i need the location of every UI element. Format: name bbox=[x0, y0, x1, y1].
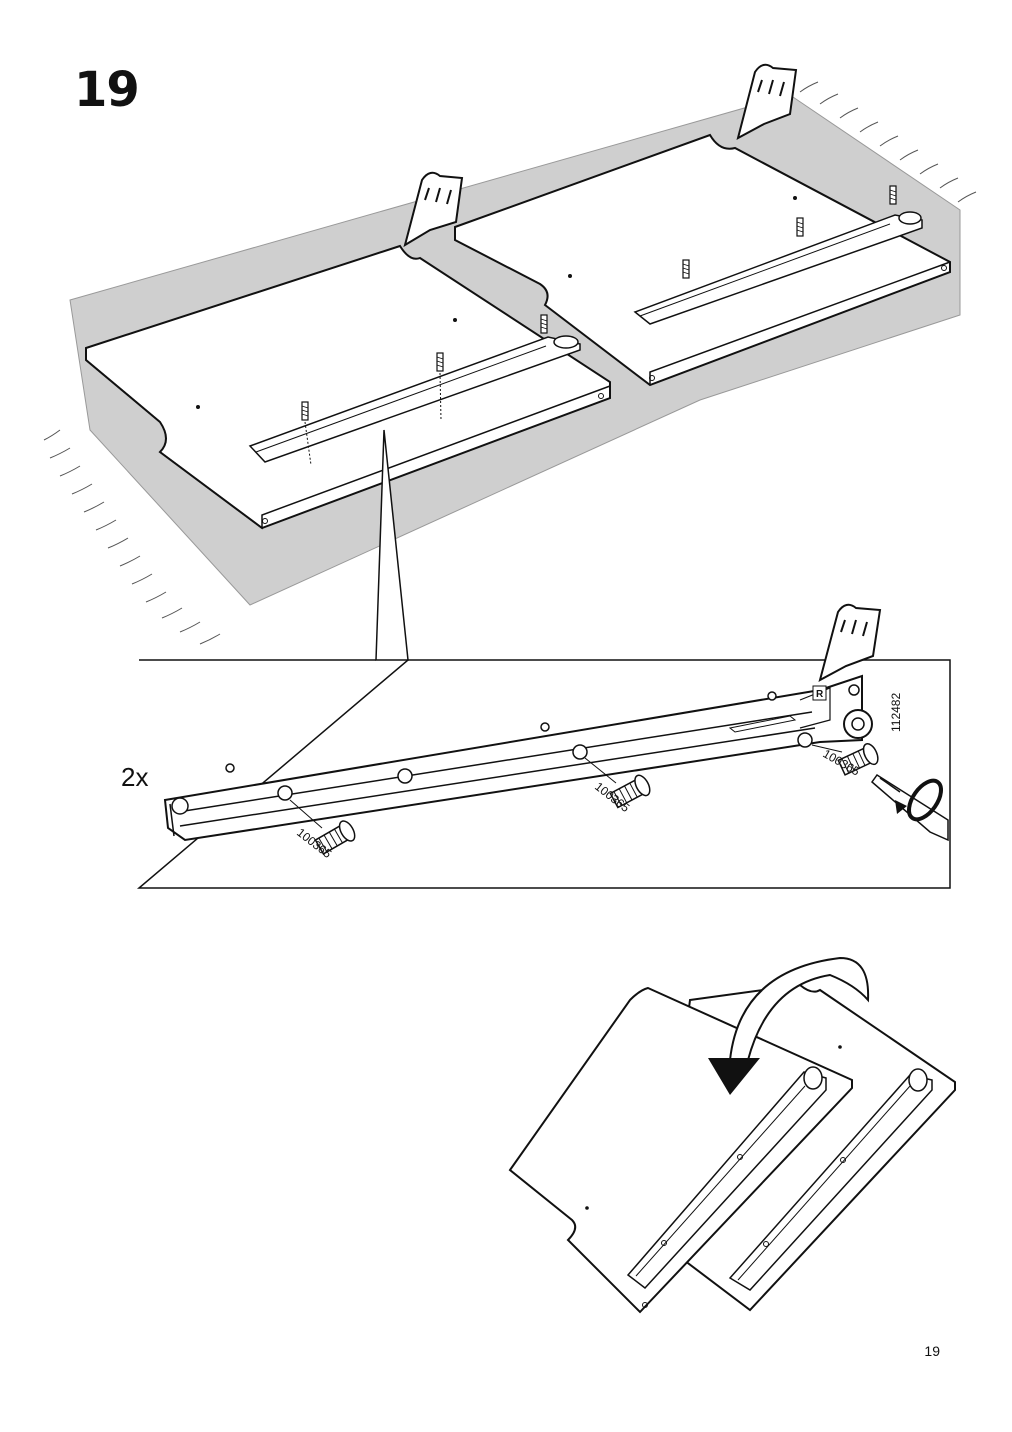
callout-pointer bbox=[375, 429, 409, 661]
quantity-label: 2x bbox=[121, 762, 148, 792]
rail-side-mark: R bbox=[816, 689, 824, 700]
rail-part-number-label: 112482 bbox=[889, 693, 903, 732]
rotate-arrow-icon bbox=[895, 778, 943, 822]
rug-fringe-left bbox=[43, 429, 221, 645]
screw-100365 bbox=[609, 774, 651, 809]
hand-press-icon bbox=[403, 171, 464, 248]
flip-arrow-icon bbox=[708, 956, 870, 1095]
rug-fringe-right bbox=[799, 81, 977, 203]
drawer-panel-left bbox=[85, 244, 611, 530]
drawer-panel-right bbox=[454, 133, 951, 387]
step-number: 19 bbox=[74, 62, 140, 118]
page-number: 19 bbox=[924, 1343, 940, 1359]
hand-press-icon bbox=[736, 63, 798, 140]
detail-box: R bbox=[121, 603, 951, 889]
screw-100365 bbox=[837, 743, 879, 776]
flipped-panel-front bbox=[508, 986, 853, 1314]
hand-press-icon bbox=[818, 603, 882, 682]
screw-100365 bbox=[314, 820, 356, 855]
